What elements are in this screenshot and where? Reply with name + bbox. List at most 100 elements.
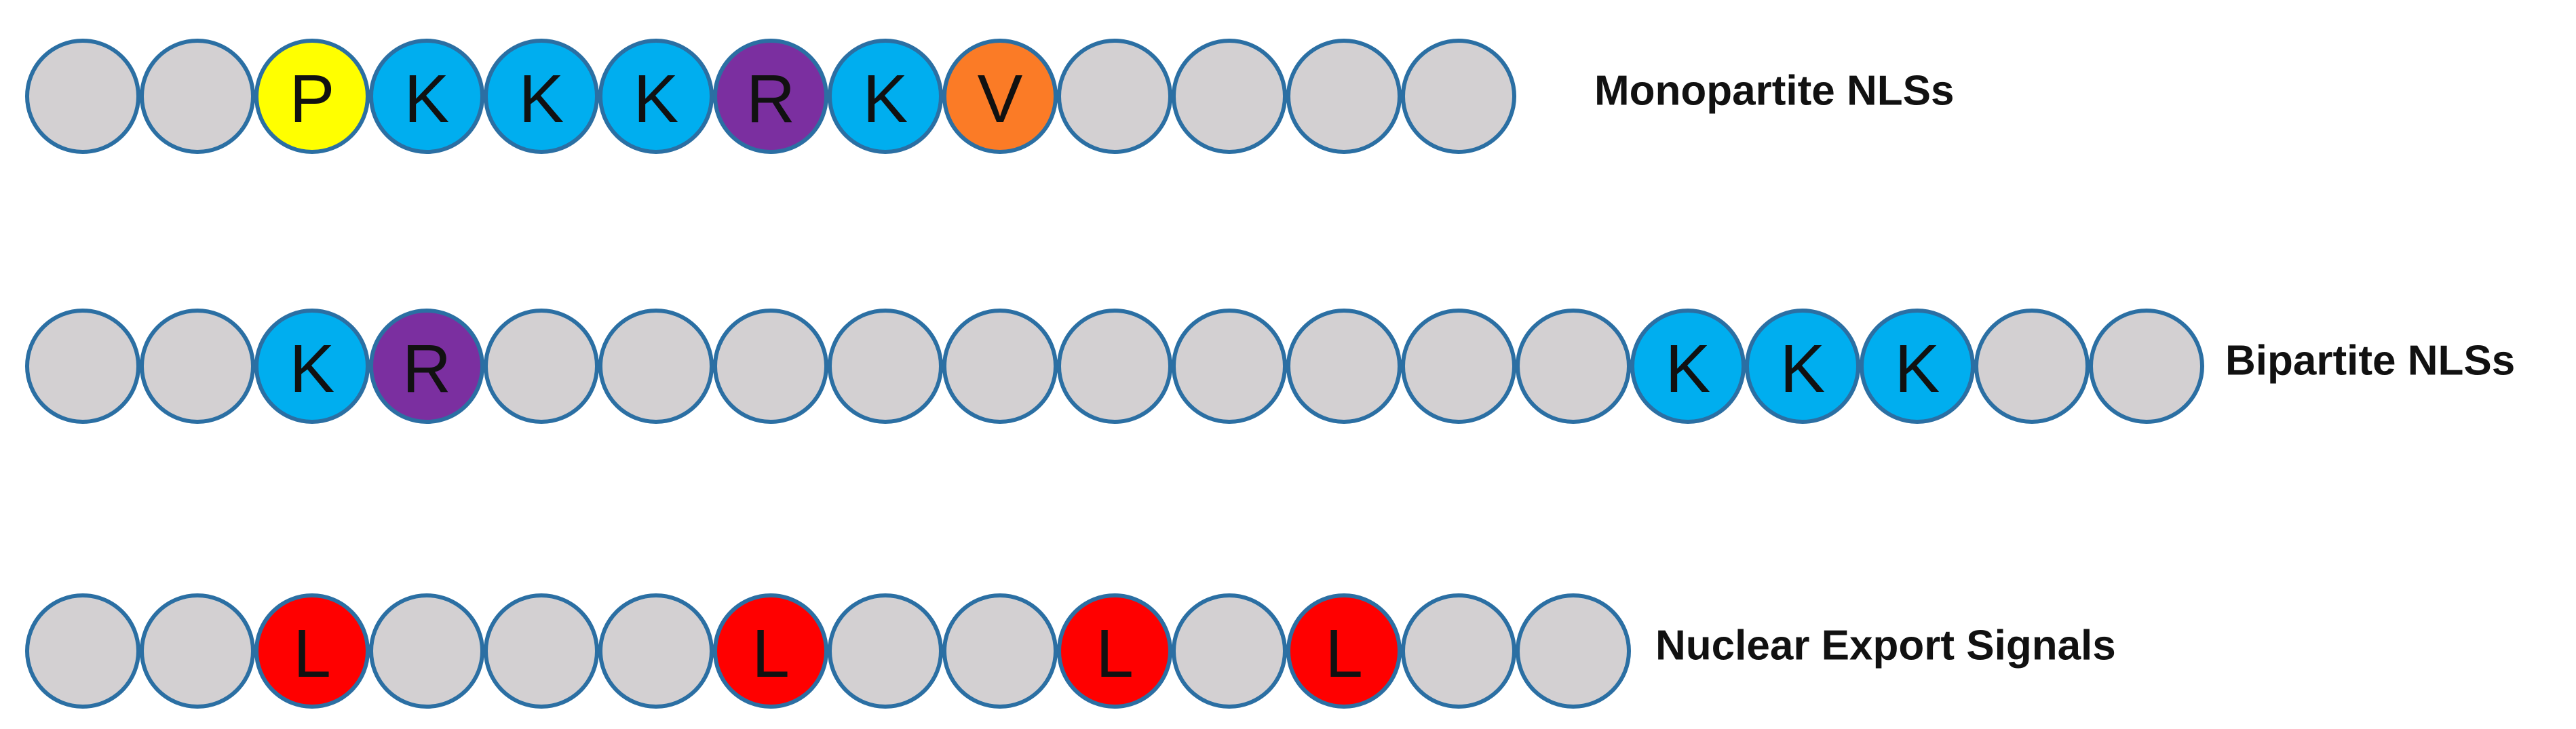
- residue-monopartite-4: K: [369, 39, 484, 154]
- residue-circle-blank: [369, 593, 484, 709]
- residue-circle-r: [369, 309, 484, 424]
- row-label-nuclear-export: Nuclear Export Signals: [1655, 623, 2116, 669]
- residue-bipartite-13: [1401, 309, 1516, 424]
- residue-circle-blank: [1172, 309, 1287, 424]
- residue-nuclear-export-7: L: [713, 593, 828, 709]
- residue-letter-l: L: [1096, 616, 1134, 692]
- residue-circle-l: [713, 593, 828, 709]
- residue-circle-blank: [1172, 39, 1287, 154]
- residue-circle-k: [598, 39, 714, 154]
- residue-monopartite-10: [1057, 39, 1172, 154]
- residue-nuclear-export-12: L: [1286, 593, 1402, 709]
- residue-monopartite-11: [1172, 39, 1287, 154]
- residue-circle-r: [713, 39, 828, 154]
- residue-circle-k: [369, 39, 484, 154]
- residue-bipartite-10: [1057, 309, 1172, 424]
- residue-bipartite-5: [484, 309, 599, 424]
- residue-nuclear-export-3: L: [254, 593, 370, 709]
- residue-monopartite-7: R: [713, 39, 828, 154]
- residue-nuclear-export-9: [942, 593, 1058, 709]
- residue-letter-l: L: [293, 616, 331, 692]
- residue-circle-blank: [598, 309, 714, 424]
- residue-monopartite-1: [25, 39, 140, 154]
- row-label-monopartite: Monopartite NLSs: [1594, 68, 1954, 115]
- residue-letter-k: K: [1780, 331, 1826, 407]
- residue-bipartite-15: K: [1630, 309, 1746, 424]
- residue-nuclear-export-14: [1516, 593, 1631, 709]
- residue-circle-blank: [1057, 39, 1172, 154]
- residue-letter-k: K: [290, 331, 335, 407]
- residue-circle-k: [1745, 309, 1860, 424]
- residue-monopartite-13: [1401, 39, 1516, 154]
- residue-circle-blank: [25, 309, 140, 424]
- residue-circle-blank: [1974, 309, 2090, 424]
- residue-circle-blank: [1286, 39, 1402, 154]
- residue-bipartite-12: [1286, 309, 1402, 424]
- residue-circle-blank: [1516, 593, 1631, 709]
- residue-circle-blank: [598, 593, 714, 709]
- residue-bipartite-16: K: [1745, 309, 1860, 424]
- residue-bipartite-14: [1516, 309, 1631, 424]
- residue-nuclear-export-4: [369, 593, 484, 709]
- residue-letter-k: K: [1895, 331, 1940, 407]
- residue-bipartite-7: [713, 309, 828, 424]
- residue-circle-blank: [1057, 309, 1172, 424]
- residue-circle-blank: [140, 39, 255, 154]
- residue-monopartite-5: K: [484, 39, 599, 154]
- residue-letter-l: L: [1325, 616, 1363, 692]
- residue-circle-blank: [1401, 309, 1516, 424]
- residue-bipartite-4: R: [369, 309, 484, 424]
- residue-monopartite-9: V: [942, 39, 1058, 154]
- residue-circle-blank: [1172, 593, 1287, 709]
- residue-letter-k: K: [1666, 331, 1711, 407]
- residue-bipartite-3: K: [254, 309, 370, 424]
- residue-circle-blank: [713, 309, 828, 424]
- residue-circle-blank: [140, 593, 255, 709]
- residue-circle-k: [828, 39, 943, 154]
- residue-bipartite-1: [25, 309, 140, 424]
- residue-letter-l: L: [752, 616, 790, 692]
- residue-letter-k: K: [634, 61, 679, 137]
- residue-letter-r: R: [402, 331, 451, 407]
- residue-bipartite-2: [140, 309, 255, 424]
- residue-nuclear-export-5: [484, 593, 599, 709]
- residue-monopartite-12: [1286, 39, 1402, 154]
- residue-letter-p: P: [290, 61, 335, 137]
- residue-letter-k: K: [519, 61, 564, 137]
- residue-circle-blank: [828, 593, 943, 709]
- residue-circle-k: [1630, 309, 1746, 424]
- residue-circle-l: [254, 593, 370, 709]
- residue-letter-v: V: [978, 61, 1023, 137]
- residue-circle-blank: [484, 593, 599, 709]
- residue-circle-k: [254, 309, 370, 424]
- residue-circle-blank: [1286, 309, 1402, 424]
- residue-circle-l: [1286, 593, 1402, 709]
- residue-nuclear-export-1: [25, 593, 140, 709]
- residue-bipartite-6: [598, 309, 714, 424]
- residue-nuclear-export-8: [828, 593, 943, 709]
- residue-bipartite-17: K: [1860, 309, 1975, 424]
- residue-circle-blank: [484, 309, 599, 424]
- residue-circle-l: [1057, 593, 1172, 709]
- residue-monopartite-3: P: [254, 39, 370, 154]
- residue-circle-blank: [25, 593, 140, 709]
- residue-nuclear-export-6: [598, 593, 714, 709]
- residue-circle-blank: [942, 593, 1058, 709]
- residue-circle-blank: [140, 309, 255, 424]
- residue-circle-blank: [25, 39, 140, 154]
- residue-bipartite-9: [942, 309, 1058, 424]
- residue-bipartite-18: [1974, 309, 2090, 424]
- residue-circle-blank: [1401, 39, 1516, 154]
- residue-monopartite-2: [140, 39, 255, 154]
- residue-circle-v: [942, 39, 1058, 154]
- residue-nuclear-export-11: [1172, 593, 1287, 709]
- residue-circle-k: [1860, 309, 1975, 424]
- residue-nuclear-export-2: [140, 593, 255, 709]
- residue-nuclear-export-10: L: [1057, 593, 1172, 709]
- residue-circle-p: [254, 39, 370, 154]
